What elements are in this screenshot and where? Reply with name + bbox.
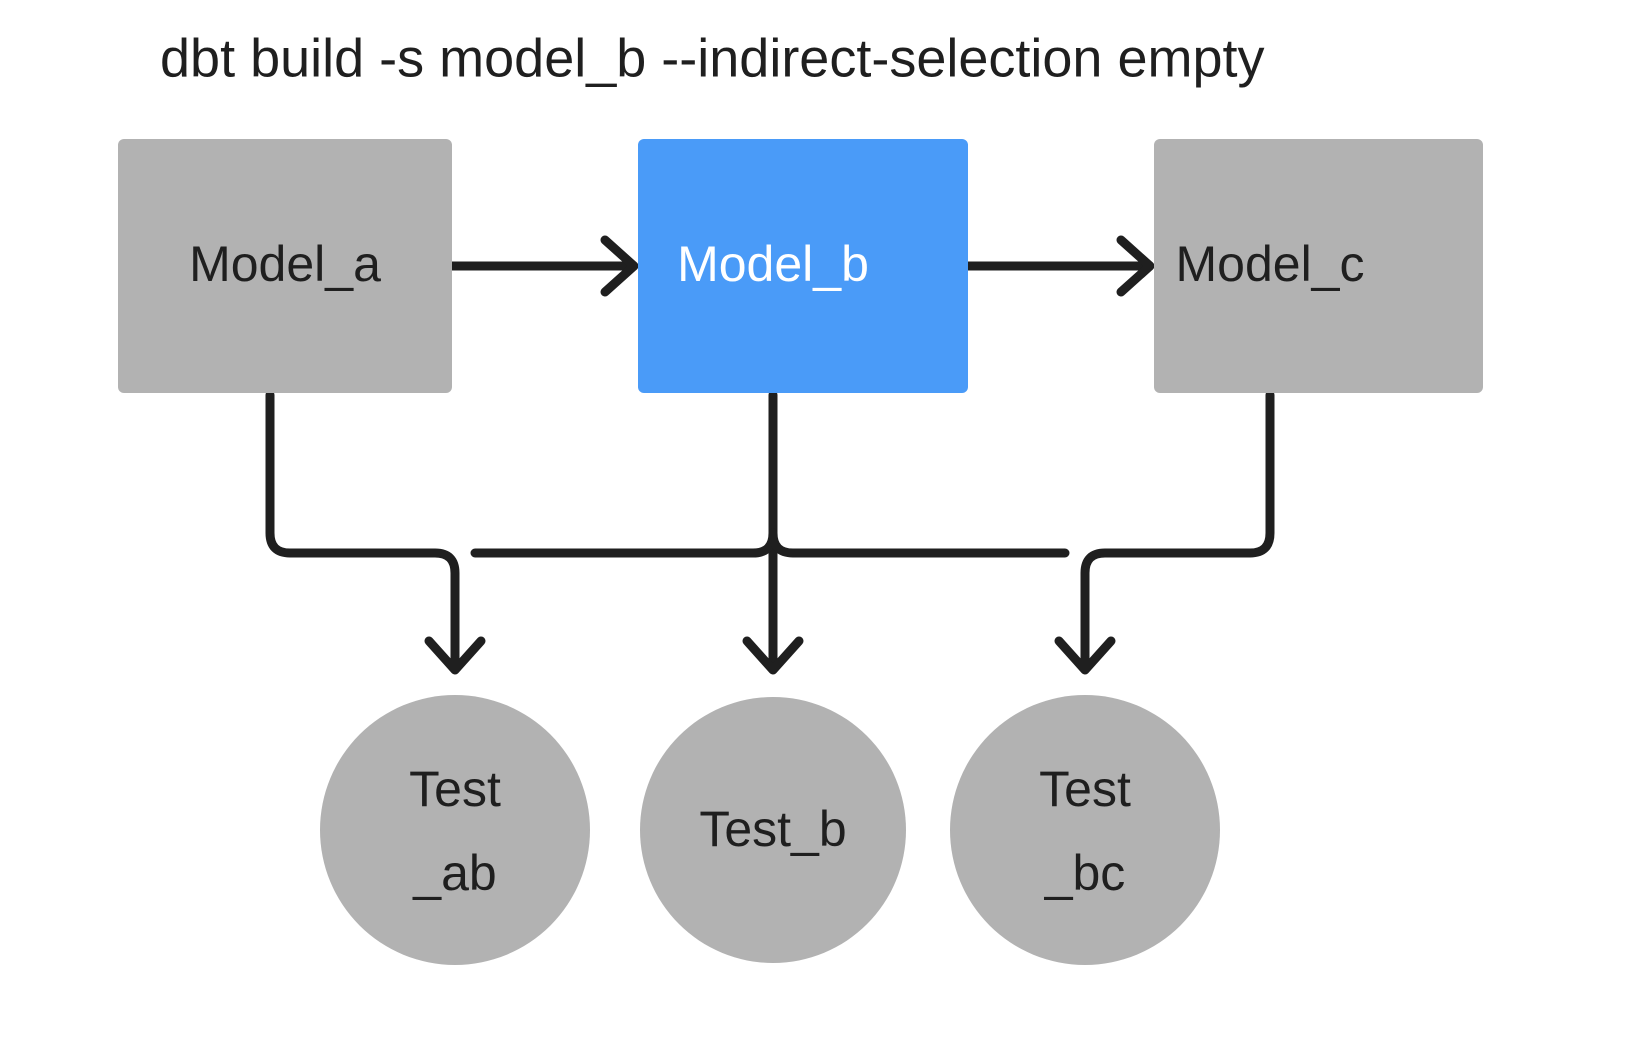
model-a-label: Model_a: [189, 236, 381, 292]
model-b-rect[interactable]: [638, 139, 968, 393]
edge-model-a-to-model-b: [447, 235, 639, 297]
test-ab-label-line1: Test: [409, 761, 501, 817]
edge-model-b-to-model-c: [963, 235, 1155, 297]
test-bc-label-line2: _bc: [1044, 845, 1126, 901]
edge-model-a-to-test-ab: [265, 390, 486, 675]
node-test-bc[interactable]: Test _bc: [950, 695, 1220, 965]
test-ab-label-line2: _ab: [412, 845, 496, 901]
node-model-c[interactable]: Model_c: [1154, 139, 1483, 393]
arrow-head-icon: [1116, 235, 1155, 297]
edge-line: [1080, 390, 1275, 673]
node-test-b[interactable]: Test_b: [640, 697, 906, 963]
node-model-a[interactable]: Model_a: [118, 139, 452, 393]
arrow-head-icon: [742, 636, 804, 675]
model-b-label: Model_b: [677, 236, 869, 292]
diagram-title: dbt build -s model_b --indirect-selectio…: [160, 28, 1265, 88]
edge-line: [470, 528, 778, 558]
test-bc-circle[interactable]: [950, 695, 1220, 965]
edge-line: [768, 528, 1070, 558]
arrow-head-icon: [600, 235, 639, 297]
model-c-label: Model_c: [1176, 236, 1365, 292]
test-b-circle[interactable]: [640, 697, 906, 963]
edge-model-b-to-test-ab: [470, 528, 778, 558]
node-test-ab[interactable]: Test _ab: [320, 695, 590, 965]
arrow-head-icon: [424, 636, 486, 675]
edge-line: [265, 390, 460, 673]
edge-model-c-to-test-bc: [1054, 390, 1275, 675]
test-ab-circle[interactable]: [320, 695, 590, 965]
model-a-rect[interactable]: [118, 139, 452, 393]
arrow-head-icon: [1054, 636, 1116, 675]
model-c-rect[interactable]: [1154, 139, 1483, 393]
test-bc-label-line1: Test: [1039, 761, 1131, 817]
edge-model-b-to-test-bc: [768, 528, 1070, 558]
test-b-label-line1: Test_b: [699, 801, 846, 857]
node-model-b[interactable]: Model_b: [638, 139, 968, 393]
